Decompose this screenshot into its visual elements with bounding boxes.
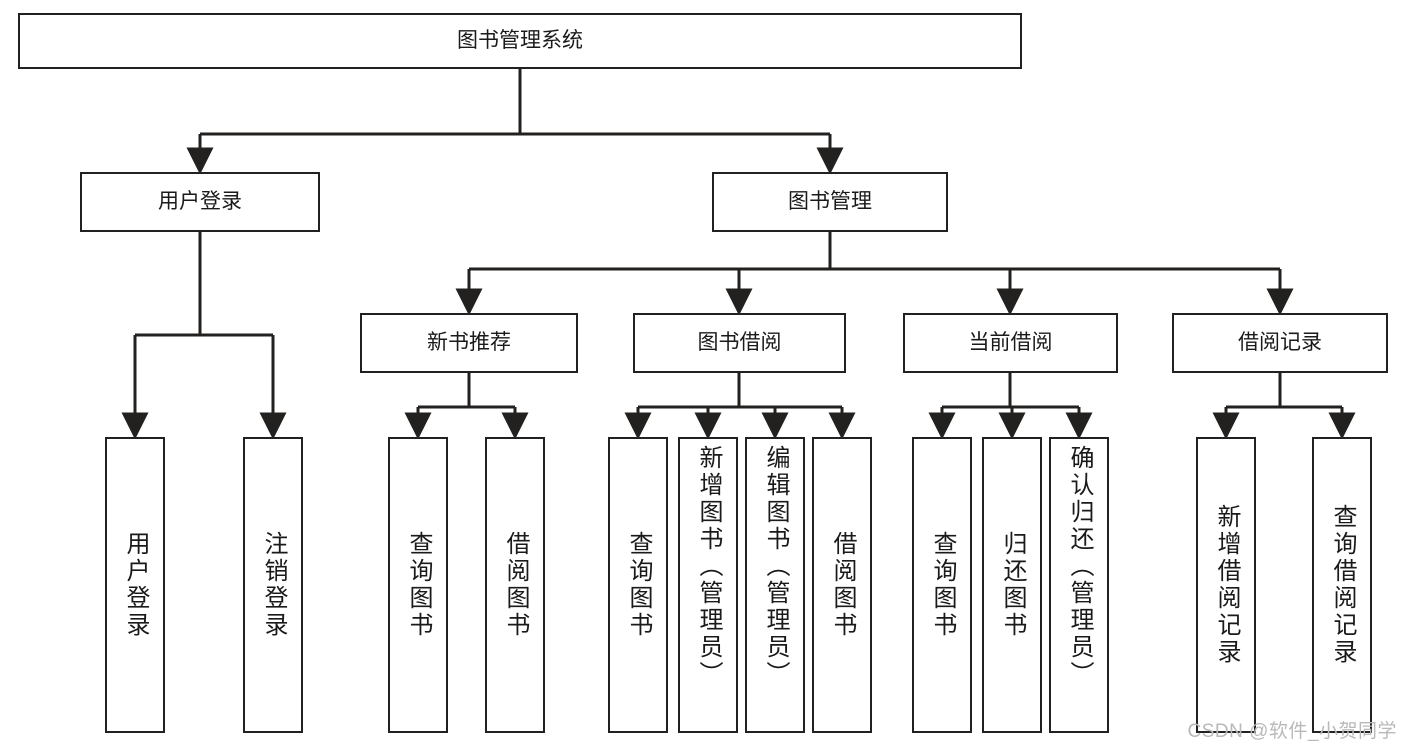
node-book-manage[interactable]: 图书管理 (712, 172, 948, 232)
node-leaf-user-login-label: 用户登录 (122, 531, 149, 639)
node-leaf-return-book[interactable]: 归还图书 (982, 437, 1042, 733)
node-leaf-query-record-label: 查询借阅记录 (1329, 504, 1356, 666)
node-leaf-borrow-book-2[interactable]: 借阅图书 (812, 437, 872, 733)
node-leaf-query-book-2-label: 查询图书 (625, 531, 652, 639)
node-leaf-query-record[interactable]: 查询借阅记录 (1312, 437, 1372, 733)
node-current-borrow[interactable]: 当前借阅 (903, 313, 1118, 373)
node-leaf-borrow-book-2-label: 借阅图书 (829, 531, 856, 639)
node-book-borrow[interactable]: 图书借阅 (633, 313, 846, 373)
node-book-borrow-label: 图书借阅 (697, 330, 782, 354)
node-leaf-confirm-return[interactable]: 确认归还（管理员） (1049, 437, 1109, 733)
node-leaf-query-book-2[interactable]: 查询图书 (608, 437, 668, 733)
node-leaf-logout[interactable]: 注销登录 (243, 437, 303, 733)
node-root[interactable]: 图书管理系统 (18, 13, 1022, 69)
node-leaf-query-book-1-label: 查询图书 (405, 531, 432, 639)
node-leaf-add-record-label: 新增借阅记录 (1213, 504, 1240, 666)
node-leaf-query-book-3[interactable]: 查询图书 (912, 437, 972, 733)
node-leaf-add-book-label: 新增图书（管理员） (695, 445, 722, 688)
node-root-label: 图书管理系统 (457, 28, 583, 52)
node-borrow-record[interactable]: 借阅记录 (1172, 313, 1388, 373)
node-leaf-add-record[interactable]: 新增借阅记录 (1196, 437, 1256, 733)
node-new-book-recommend-label: 新书推荐 (427, 330, 511, 354)
node-current-borrow-label: 当前借阅 (968, 330, 1053, 354)
node-user-login-label: 用户登录 (158, 189, 242, 213)
node-leaf-borrow-book-1[interactable]: 借阅图书 (485, 437, 545, 733)
node-leaf-edit-book[interactable]: 编辑图书（管理员） (745, 437, 805, 733)
node-leaf-return-book-label: 归还图书 (999, 531, 1026, 639)
node-leaf-query-book-3-label: 查询图书 (929, 531, 956, 639)
node-leaf-confirm-return-label: 确认归还（管理员） (1066, 445, 1093, 688)
node-borrow-record-label: 借阅记录 (1238, 330, 1322, 354)
node-new-book-recommend[interactable]: 新书推荐 (360, 313, 578, 373)
node-leaf-logout-label: 注销登录 (260, 531, 287, 639)
node-leaf-user-login[interactable]: 用户登录 (105, 437, 165, 733)
node-user-login[interactable]: 用户登录 (80, 172, 320, 232)
node-leaf-query-book-1[interactable]: 查询图书 (388, 437, 448, 733)
node-leaf-add-book[interactable]: 新增图书（管理员） (678, 437, 738, 733)
node-leaf-borrow-book-1-label: 借阅图书 (502, 531, 529, 639)
node-leaf-edit-book-label: 编辑图书（管理员） (762, 445, 789, 688)
node-book-manage-label: 图书管理 (788, 189, 872, 213)
